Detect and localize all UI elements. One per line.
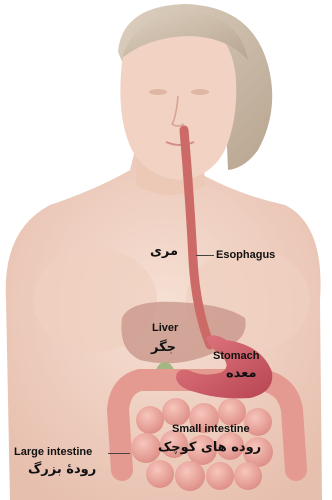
esophagus-leader-line (196, 255, 214, 256)
large-intestine-label-fa: رودهٔ بزرگ (28, 462, 96, 477)
small-intestine-label-fa: روده های کوچک (158, 440, 261, 455)
small-intestine-label-en: Small intestine (172, 423, 250, 435)
esophagus-label-fa: مری (150, 244, 178, 259)
liver-label-en: Liver (152, 322, 178, 334)
liver-label-fa: جگر (151, 340, 176, 355)
large-intestine-leader-line (108, 453, 130, 454)
stomach-label-fa: معده (226, 366, 257, 381)
esophagus-label-en: Esophagus (216, 249, 275, 261)
large-intestine-label-en: Large intestine (14, 446, 92, 458)
stomach-label-en: Stomach (213, 350, 259, 362)
